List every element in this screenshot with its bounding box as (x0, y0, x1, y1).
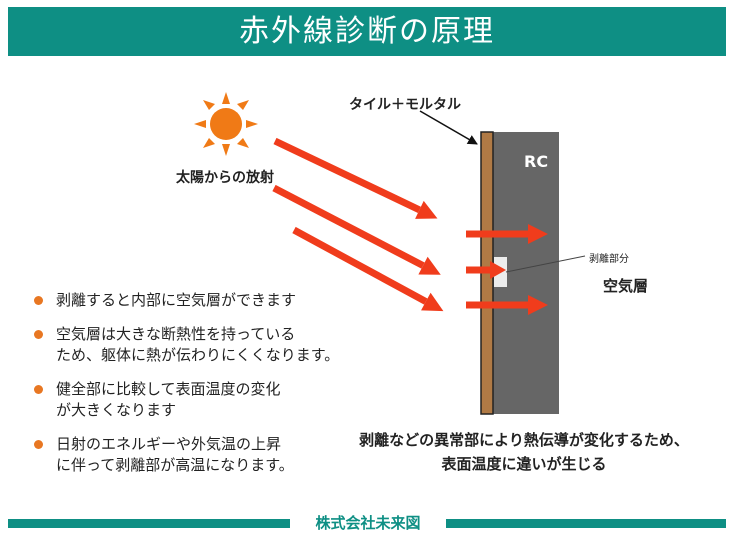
bullet-dot-icon (34, 296, 43, 305)
caption-line: 表面温度に違いが生じる (441, 455, 607, 473)
bullet-dot-icon (34, 385, 43, 394)
page-title: 赤外線診断の原理 (8, 7, 726, 56)
bullet-line: 日射のエネルギーや外気温の上昇 (56, 435, 282, 453)
peel-part-label: 剥離部分 (589, 254, 629, 265)
bullet-dot-icon (34, 440, 43, 449)
bullet-line: 健全部に比較して表面温度の変化 (56, 380, 281, 398)
bullet-line: ため、躯体に熱が伝わりにくくなります。 (56, 346, 340, 364)
bullet-item: 健全部に比較して表面温度の変化 が大きくなります (34, 379, 354, 421)
diagram-caption: 剥離などの異常部により熱伝導が変化するため、 表面温度に違いが生じる (344, 428, 704, 476)
footer-company: 株式会社未来図 (290, 512, 446, 533)
incoming-arrow (273, 137, 438, 219)
sun-icon (194, 92, 258, 156)
air-layer-label: 空気層 (603, 277, 649, 295)
bullet-dot-icon (34, 330, 43, 339)
bullet-item: 空気層は大きな断熱性を持っている ため、躯体に熱が伝わりにくくなります。 (34, 324, 354, 366)
incoming-arrow (292, 226, 444, 312)
incoming-radiation-arrows (272, 137, 444, 312)
transmitted-arrows (466, 224, 548, 315)
bullet-line: 剥離すると内部に空気層ができます (56, 291, 297, 309)
incoming-arrow (272, 184, 441, 275)
rc-label: RC (524, 152, 549, 171)
bullet-line: に伴って剥離部が高温になります。 (56, 456, 294, 474)
tile-leader-line (419, 110, 478, 145)
transmitted-arrow (466, 295, 548, 315)
footer-line-right (446, 519, 726, 528)
footer-line-left (8, 519, 290, 528)
transmitted-arrow (466, 224, 548, 244)
sun-label: 太陽からの放射 (176, 170, 274, 186)
bullet-item: 日射のエネルギーや外気温の上昇 に伴って剥離部が高温になります。 (34, 434, 354, 476)
bullet-line: が大きくなります (56, 401, 177, 419)
transmitted-arrow (466, 261, 506, 279)
peel-leader-line (505, 255, 586, 273)
bullet-line: 空気層は大きな断熱性を持っている (56, 325, 296, 343)
caption-line: 剥離などの異常部により熱伝導が変化するため、 (359, 431, 689, 449)
bullet-item: 剥離すると内部に空気層ができます (34, 290, 354, 311)
tile-mortar-label: タイル＋モルタル (349, 97, 461, 113)
bullet-list: 剥離すると内部に空気層ができます 空気層は大きな断熱性を持っている ため、躯体に… (34, 290, 354, 489)
